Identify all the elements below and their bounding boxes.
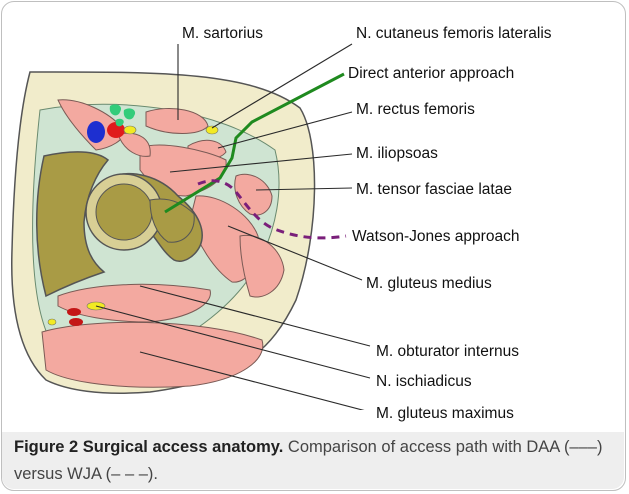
femoral-vein <box>87 121 105 143</box>
label-rectus-femoris: M. rectus femoris <box>356 101 475 118</box>
label-gluteus-medius: M. gluteus medius <box>366 275 492 292</box>
figure-caption: Figure 2 Surgical access anatomy. Compar… <box>14 434 614 488</box>
anatomy-diagram: M. sartorius N. cutaneus femoris lateral… <box>0 0 629 410</box>
femoral-head-core <box>96 184 152 240</box>
gluteal-artery-2 <box>69 318 83 326</box>
label-watson-jones-approach: Watson-Jones approach <box>352 228 519 245</box>
label-iliopsoas: M. iliopsoas <box>356 145 438 162</box>
label-sartorius: M. sartorius <box>182 25 263 42</box>
label-obturator-internus: M. obturator internus <box>376 343 519 360</box>
lateral-cutaneous-nerve <box>206 126 218 134</box>
label-direct-anterior-approach: Direct anterior approach <box>348 65 514 82</box>
label-tensor-fasciae-latae: M. tensor fasciae latae <box>356 181 512 198</box>
femoral-nerve <box>124 126 136 134</box>
caption-title: Figure 2 Surgical access anatomy. <box>14 438 283 456</box>
gluteal-artery-1 <box>67 308 81 316</box>
small-nerve <box>48 319 56 325</box>
label-ischiadicus: N. ischiadicus <box>376 373 472 390</box>
caption-panel: Figure 2 Surgical access anatomy. Compar… <box>2 432 624 489</box>
label-cutaneus-femoris-lateralis: N. cutaneus femoris lateralis <box>356 25 552 42</box>
